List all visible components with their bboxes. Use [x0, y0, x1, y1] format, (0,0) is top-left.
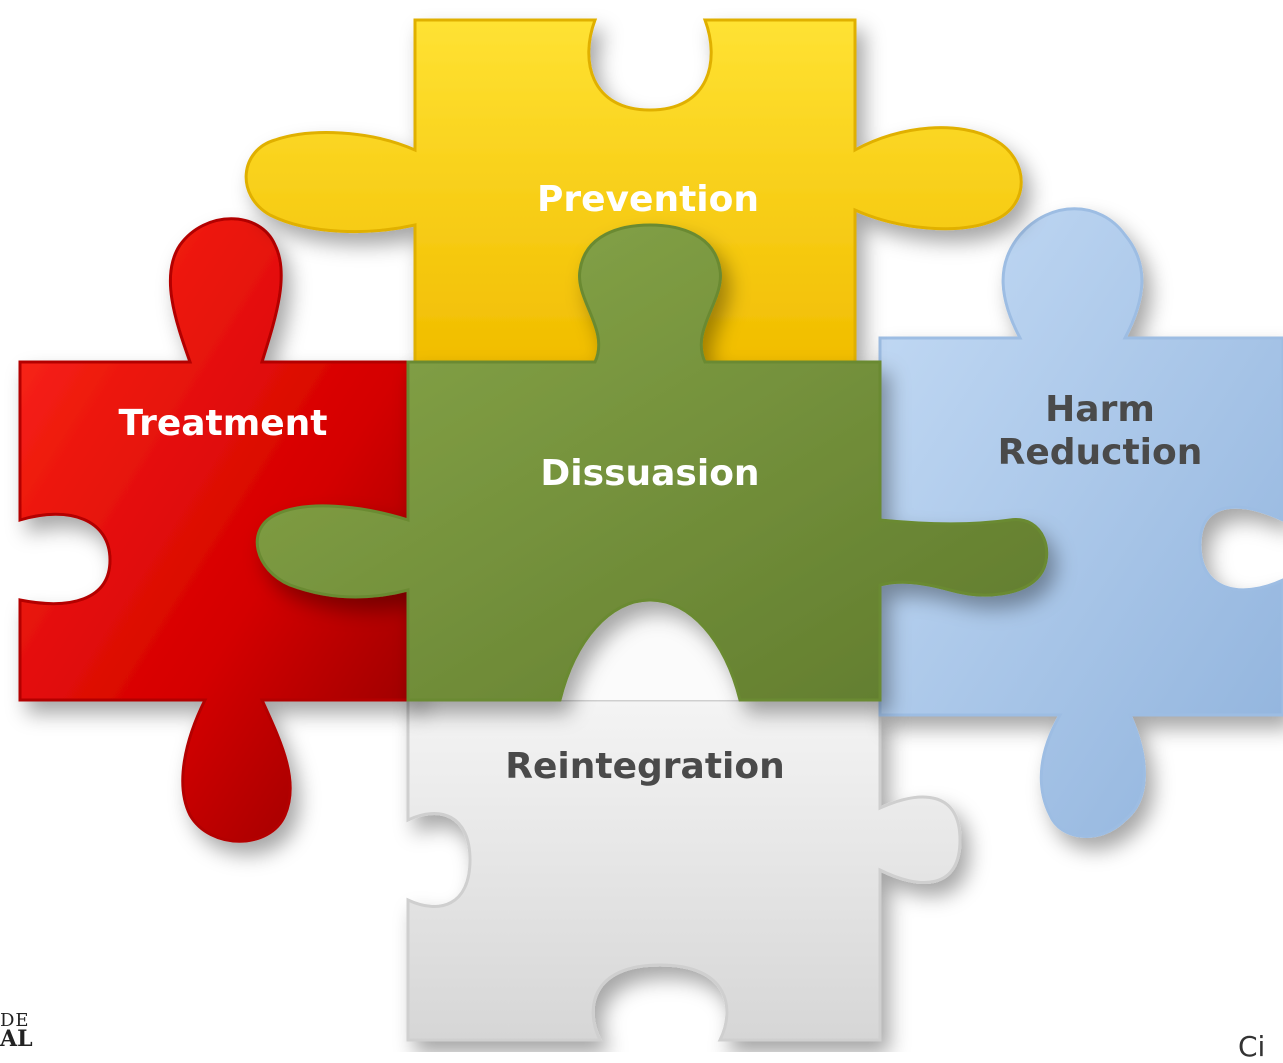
reintegration-piece — [406, 600, 962, 1042]
harm-reduction-piece — [878, 207, 1283, 838]
harm-reduction-label-line1: Harm — [1045, 389, 1155, 430]
treatment-piece — [18, 217, 417, 843]
treatment-label: Treatment — [118, 403, 328, 444]
harm-reduction-label-line2: Reduction — [997, 432, 1203, 474]
prevention-piece — [244, 18, 1023, 364]
dissuasion-piece — [255, 223, 1049, 702]
dissuasion-label: Dissuasion — [540, 453, 760, 494]
logo-text-line1: DE — [0, 1010, 30, 1031]
reintegration-label: Reintegration — [505, 746, 785, 787]
harm-reduction-label: Harm Reduction — [985, 388, 1215, 474]
logo-text-line2: AL — [0, 1026, 33, 1052]
corner-logo-text: Ci — [1238, 1030, 1266, 1063]
prevention-label: Prevention — [537, 179, 759, 220]
